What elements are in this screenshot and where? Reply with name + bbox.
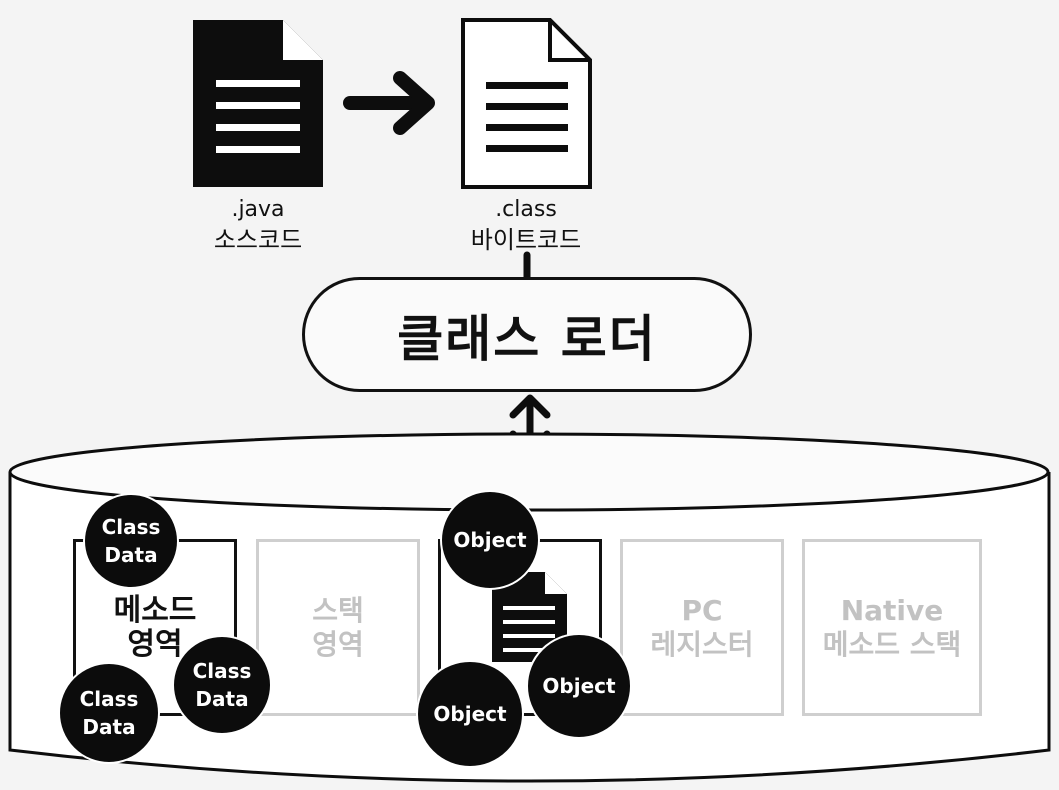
native-method-stack-box: Native 메소드 스택 [802, 539, 982, 716]
heap-document-icon [492, 572, 567, 662]
class-loader-box: 클래스 로더 [302, 277, 752, 392]
java-file-kind: 소스코드 [213, 226, 303, 254]
stack-area-box: 스택 영역 [256, 539, 420, 716]
class-data-bubble: Class Data [172, 635, 272, 735]
pc-register-line1: PC [681, 593, 723, 627]
class-data-bubble: Class Data [83, 493, 179, 589]
native-stack-line1: Native [840, 593, 944, 627]
stack-area-line1: 스택 [312, 593, 364, 627]
native-stack-line2: 메소드 스택 [822, 627, 962, 661]
stack-area-line2: 영역 [312, 627, 364, 661]
class-file-label: .class 바이트코드 [451, 195, 601, 255]
class-file-kind: 바이트코드 [470, 226, 582, 254]
class-file-ext: .class [495, 197, 557, 222]
object-bubble: Object [416, 660, 524, 768]
pc-register-line2: 레지스터 [650, 627, 754, 661]
method-area-line2: 영역 [127, 626, 183, 662]
method-area-line1: 메소드 [113, 592, 197, 628]
object-bubble: Object [440, 490, 540, 590]
pc-register-box: PC 레지스터 [620, 539, 784, 716]
java-file-label: .java 소스코드 [188, 195, 328, 255]
java-file-icon [193, 20, 323, 187]
class-file-icon [461, 18, 592, 189]
class-data-bubble: Class Data [58, 662, 160, 764]
object-bubble: Object [526, 633, 632, 739]
compile-arrow-icon [343, 71, 435, 135]
java-file-ext: .java [231, 197, 285, 222]
